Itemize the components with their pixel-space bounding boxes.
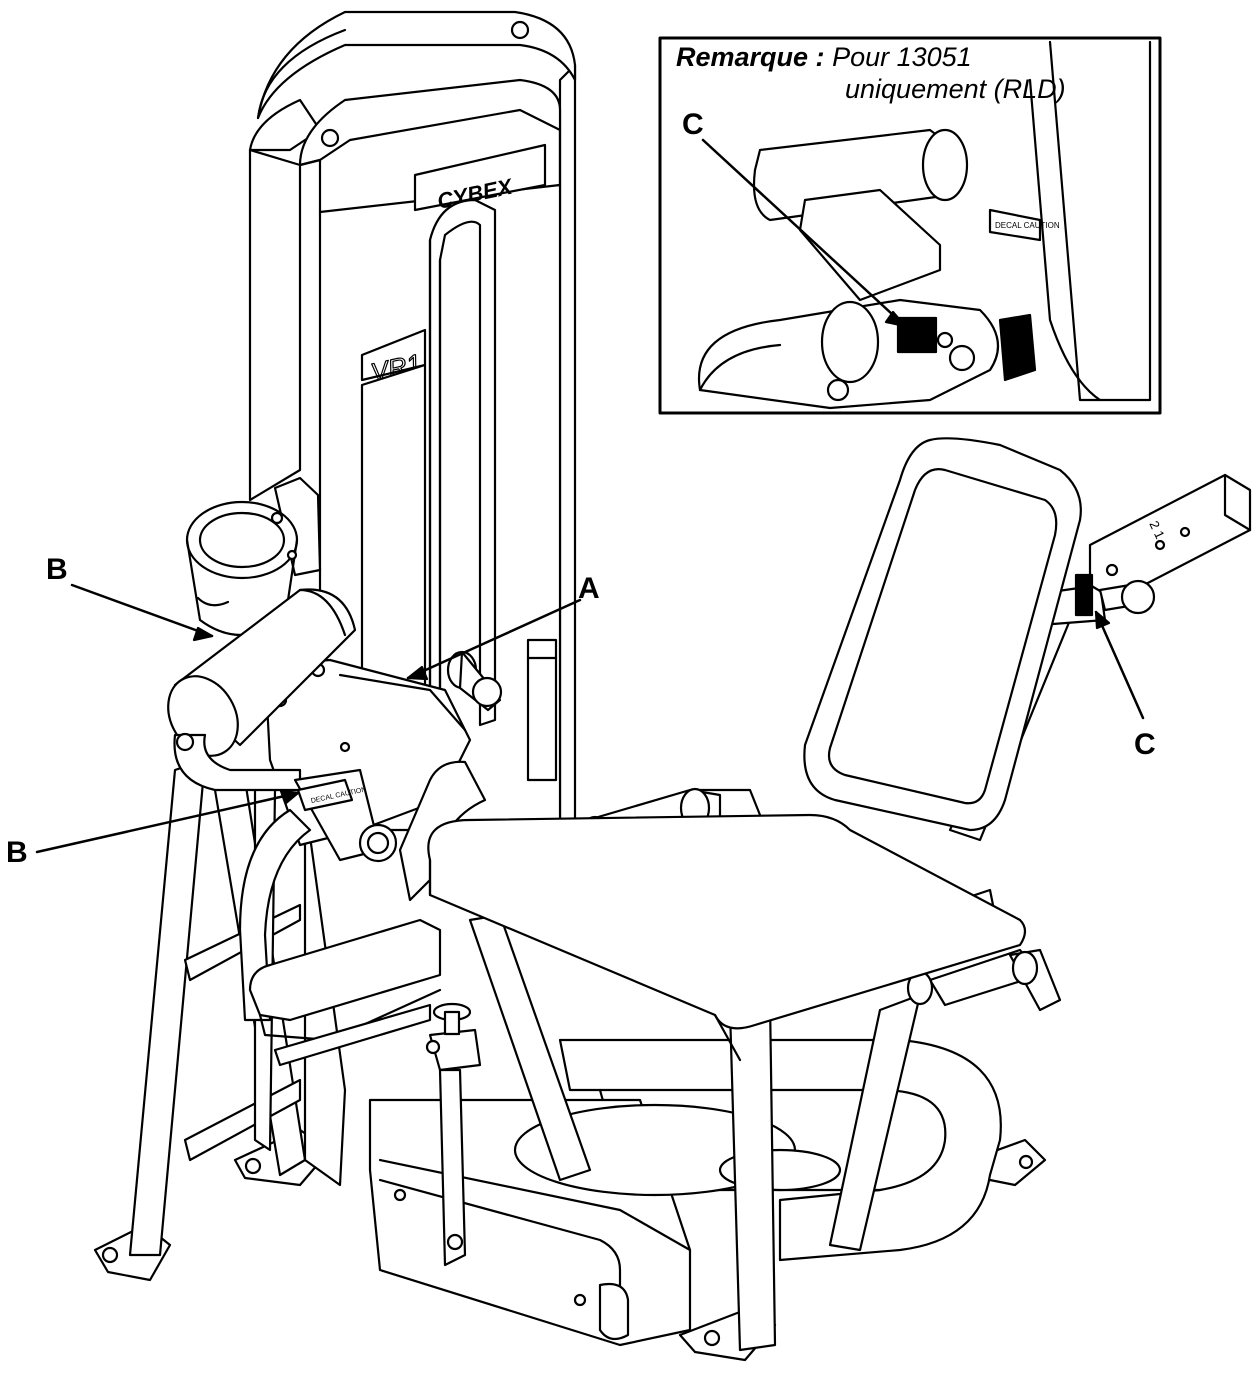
inset-detail: DECAL CAUTION — [658, 36, 1162, 415]
inset-decal-text: DECAL CAUTION — [995, 221, 1060, 230]
arrow-b-lower — [35, 791, 300, 854]
weight-tower: CYBEX VR1 — [248, 10, 577, 837]
inset-note-line2: uniquement (RLD) — [845, 74, 1066, 104]
callout-a: A — [578, 572, 600, 605]
callout-c-inset: C — [682, 108, 704, 141]
callout-c-main: C — [1134, 728, 1156, 761]
inset-note: Remarque : Pour 13051 — [676, 42, 972, 73]
callout-arrows — [35, 138, 1145, 854]
seat-pad — [248, 813, 1027, 1067]
callout-b-upper: B — [46, 553, 68, 586]
callout-b-lower: B — [6, 836, 28, 869]
arrow-c-main — [1094, 610, 1145, 720]
seat-adjust-numbers: 2 1 — [1146, 518, 1167, 541]
back-adjuster: 2 1 — [1074, 473, 1252, 617]
arrow-a — [406, 598, 582, 680]
inset-note-line1: Pour 13051 — [832, 42, 972, 72]
bottle-holder — [185, 476, 322, 637]
back-pad — [803, 437, 1082, 832]
seat-adjust-pin — [425, 1002, 482, 1267]
arrow-c-inset — [701, 138, 907, 328]
inset-note-label: Remarque : — [676, 42, 825, 72]
arrow-b-upper — [70, 583, 214, 638]
base-frame — [93, 1038, 1047, 1362]
